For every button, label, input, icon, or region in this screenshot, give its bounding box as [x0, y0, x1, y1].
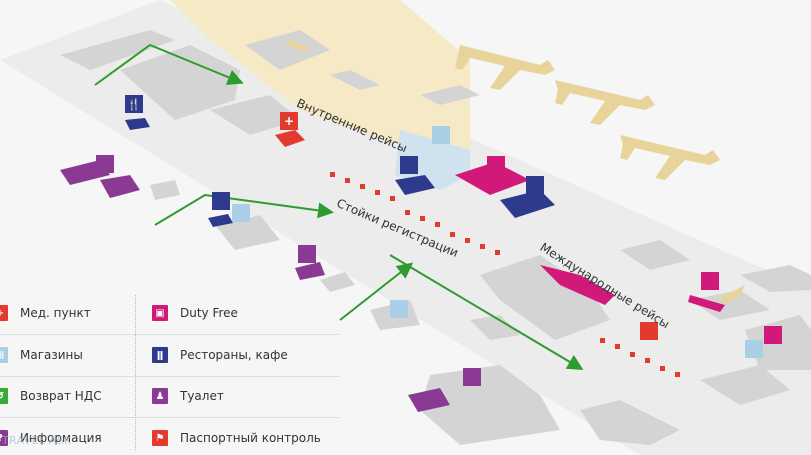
legend-label: Информация	[20, 431, 102, 445]
duty-free-zone	[540, 265, 615, 305]
legend-item-passport: ⚑ Паспортный контроль	[152, 430, 321, 446]
legend-label: Возврат НДС	[20, 389, 102, 403]
legend-label: Duty Free	[180, 306, 238, 320]
legend-item-medical: + Мед. пункт	[0, 305, 91, 321]
legend-item-vat: ↺ Возврат НДС	[0, 388, 102, 404]
svg-text:🍴: 🍴	[127, 98, 141, 111]
domestic-zone	[170, 0, 470, 170]
gate-area	[395, 130, 470, 190]
legend-label: Мед. пункт	[20, 306, 91, 320]
route-arrows	[94, 43, 584, 371]
legend-label: Магазины	[20, 348, 83, 362]
toilet-icon: ♟	[152, 388, 168, 404]
vat-refund-icon: ↺	[0, 388, 8, 404]
duty-free-icon: ▣	[152, 305, 168, 321]
legend-item-restaurants: ǁ Рестораны, кафе	[152, 347, 288, 363]
aircraft	[285, 40, 745, 305]
duty-free-zone	[688, 295, 725, 312]
checkin-counters	[330, 172, 680, 377]
map-icons: 🍴 +	[96, 95, 782, 386]
legend-label: Паспортный контроль	[180, 431, 321, 445]
duty-free-zone	[455, 162, 530, 195]
restaurant-blocks	[125, 118, 555, 227]
svg-text:+: +	[284, 114, 294, 128]
restaurant-icon: ǁ	[152, 347, 168, 363]
passport-control-icon: ⚑	[152, 430, 168, 446]
legend: + Мед. пункт ⊞ Магазины ↺ Возврат НДС ? …	[0, 290, 350, 455]
watermark: TRAVEL ASK	[2, 434, 72, 447]
legend-item-duty-free: ▣ Duty Free	[152, 305, 238, 321]
toilet-blocks	[60, 160, 450, 412]
information-icon: ?	[0, 430, 8, 446]
legend-label: Туалет	[180, 389, 224, 403]
legend-item-toilet: ♟ Туалет	[152, 388, 224, 404]
legend-item-shops: ⊞ Магазины	[0, 347, 83, 363]
medical-block	[275, 130, 305, 147]
legend-label: Рестораны, кафе	[180, 348, 288, 362]
medical-point-icon: +	[0, 305, 8, 321]
shop-icon: ⊞	[0, 347, 8, 363]
building-blocks	[60, 30, 811, 445]
legend-item-info: ? Информация	[0, 430, 102, 446]
